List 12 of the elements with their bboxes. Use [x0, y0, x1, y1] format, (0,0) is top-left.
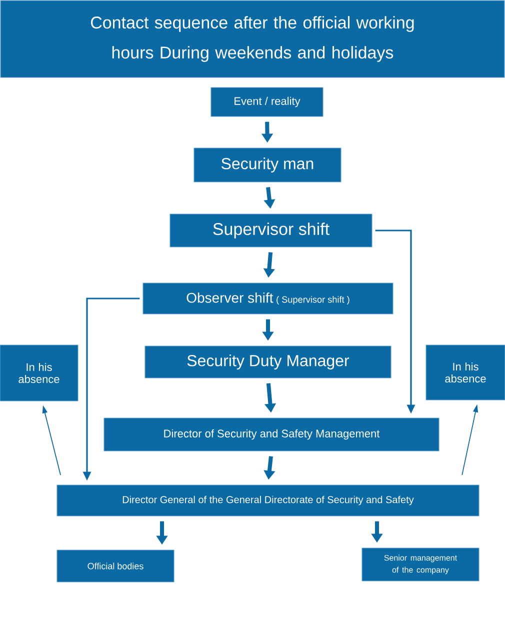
process-box: In his absence: [0, 344, 78, 402]
process-box: Security man: [194, 148, 342, 182]
process-box: Director of Security and Safety Management: [104, 418, 440, 452]
process-box: Official bodies: [56, 550, 174, 582]
title-banner: Contact sequence after the official working hours During weekends and holidays: [0, 0, 505, 78]
process-box: Supervisor shift: [170, 214, 372, 248]
process-box: Event / reality: [210, 87, 324, 117]
process-box: Director General of the General Directorate of Security and Safety: [56, 484, 480, 516]
process-box: Security Duty Manager: [144, 346, 392, 378]
process-box: Senior management of the company: [362, 548, 480, 582]
process-box: In his absence: [426, 344, 505, 400]
process-box: Observer shift ( Supervisor shift ): [142, 282, 394, 314]
